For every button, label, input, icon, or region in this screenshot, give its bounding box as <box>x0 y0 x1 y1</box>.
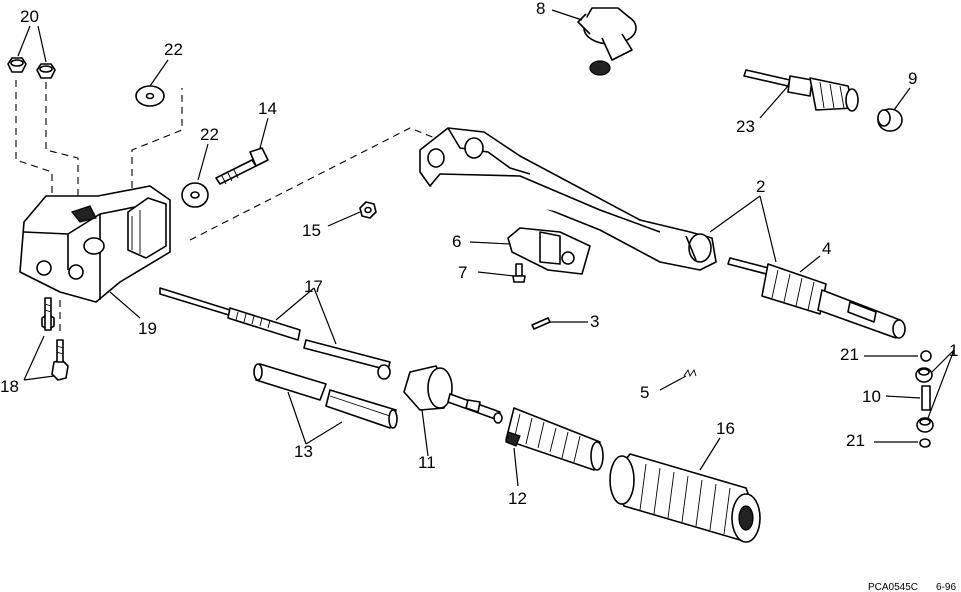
part-11-cylinder <box>403 365 503 424</box>
callout-12: 12 <box>508 489 527 508</box>
callout-22-upper: 22 <box>164 40 183 59</box>
part-12-grip-core <box>505 407 604 471</box>
part-21-washer-lower <box>919 438 931 448</box>
part-17-cable-rod <box>159 287 391 380</box>
callout-21-upper: 21 <box>840 345 859 364</box>
part-16-grip <box>609 453 761 543</box>
callout-13: 13 <box>294 442 313 461</box>
part-6-plate <box>507 227 591 275</box>
part-10-pin <box>921 385 931 411</box>
part-22-washer-upper <box>135 85 165 107</box>
callout-6: 6 <box>452 232 461 251</box>
callout-16: 16 <box>716 419 735 438</box>
leader-lines <box>17 9 955 487</box>
figure-date: 6-96 <box>936 582 956 592</box>
part-18-screws <box>41 297 69 381</box>
part-22-washer-lower <box>181 182 209 208</box>
part-21-washer-upper <box>920 350 932 362</box>
part-15-nut <box>359 201 377 219</box>
callout-15: 15 <box>302 221 321 240</box>
part-1-plug-upper <box>915 367 933 383</box>
part-20-nuts <box>7 57 56 79</box>
callout-10: 10 <box>862 387 881 406</box>
part-13-tube-halves <box>253 363 398 429</box>
part-1-plug-lower <box>916 417 934 433</box>
part-23-connector <box>743 69 859 112</box>
part-19-mounting-bracket <box>19 185 171 303</box>
part-5-spring <box>683 368 697 378</box>
callout-7: 7 <box>458 263 467 282</box>
part-4-throttle-shaft <box>727 257 906 339</box>
callout-19: 19 <box>138 319 157 338</box>
part-9-cap <box>877 108 903 132</box>
part-3-pin <box>531 317 551 330</box>
callout-18: 18 <box>0 377 19 396</box>
callout-14: 14 <box>258 99 277 118</box>
callout-20: 20 <box>20 7 39 26</box>
figure-footer: PCA0545C 6-96 <box>868 582 956 592</box>
part-7-screw <box>512 263 526 283</box>
callout-22-lower: 22 <box>200 125 219 144</box>
callout-11: 11 <box>418 453 436 472</box>
callout-2: 2 <box>756 177 765 196</box>
callout-1: 1 <box>949 341 958 360</box>
callout-3: 3 <box>590 312 599 331</box>
figure-code: PCA0545C <box>868 582 918 592</box>
part-14-bolt <box>215 147 269 185</box>
callout-8: 8 <box>536 0 545 18</box>
callout-4: 4 <box>822 239 831 258</box>
assembly-guide-lines <box>15 80 441 332</box>
callout-21-lower: 21 <box>846 431 865 450</box>
callout-17: 17 <box>304 277 323 296</box>
callout-23: 23 <box>736 117 755 136</box>
part-2-tiller-arm <box>419 127 717 271</box>
callout-5: 5 <box>640 383 649 402</box>
callout-9: 9 <box>908 69 917 88</box>
callout-labels: 20 22 22 14 8 23 9 2 4 6 7 15 3 5 21 1 1… <box>0 0 958 508</box>
part-8-clamp <box>577 7 637 76</box>
